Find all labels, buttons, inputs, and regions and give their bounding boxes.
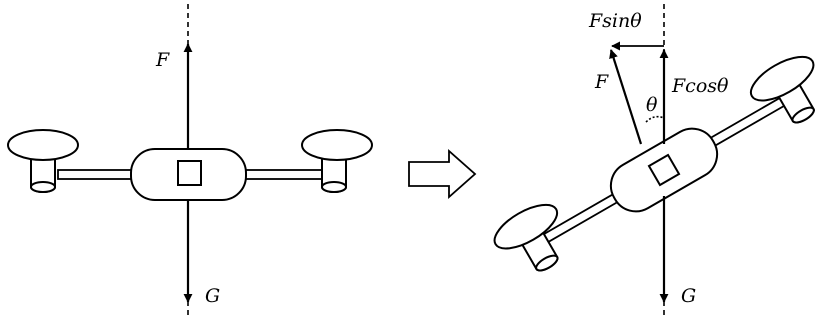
left-propeller-left <box>7 129 79 161</box>
right-motor-right-base <box>791 106 815 124</box>
right-horizontal-label: Fsinθ <box>588 10 642 32</box>
left-force-label: F <box>155 49 170 71</box>
left-arm-right <box>242 169 324 180</box>
right-propeller-left <box>493 203 559 250</box>
left-body-square <box>177 160 202 186</box>
right-body-square <box>647 153 681 187</box>
right-force-label: F <box>594 71 609 93</box>
left-arm-left <box>57 169 135 180</box>
left-drone <box>7 129 373 201</box>
right-drone-panel: Fsinθ F Fcosθ θ G <box>493 4 815 318</box>
left-motor-left-base <box>30 181 56 193</box>
right-force-arrow <box>609 49 643 145</box>
left-gravity-label: G <box>205 285 220 307</box>
right-propeller-right <box>749 55 815 102</box>
left-motor-right-base <box>321 181 347 193</box>
right-gravity-label: G <box>681 285 696 307</box>
right-angle-label: θ <box>646 94 658 116</box>
right-drone <box>493 55 815 272</box>
right-angle-arc <box>645 115 665 123</box>
right-arm-right <box>708 93 791 148</box>
left-drone-panel: F G <box>7 4 373 318</box>
transition-arrow-icon <box>408 149 477 199</box>
right-motor-left-base <box>535 254 559 272</box>
left-propeller-right <box>301 129 373 161</box>
right-vertical-label: Fcosθ <box>671 75 729 97</box>
